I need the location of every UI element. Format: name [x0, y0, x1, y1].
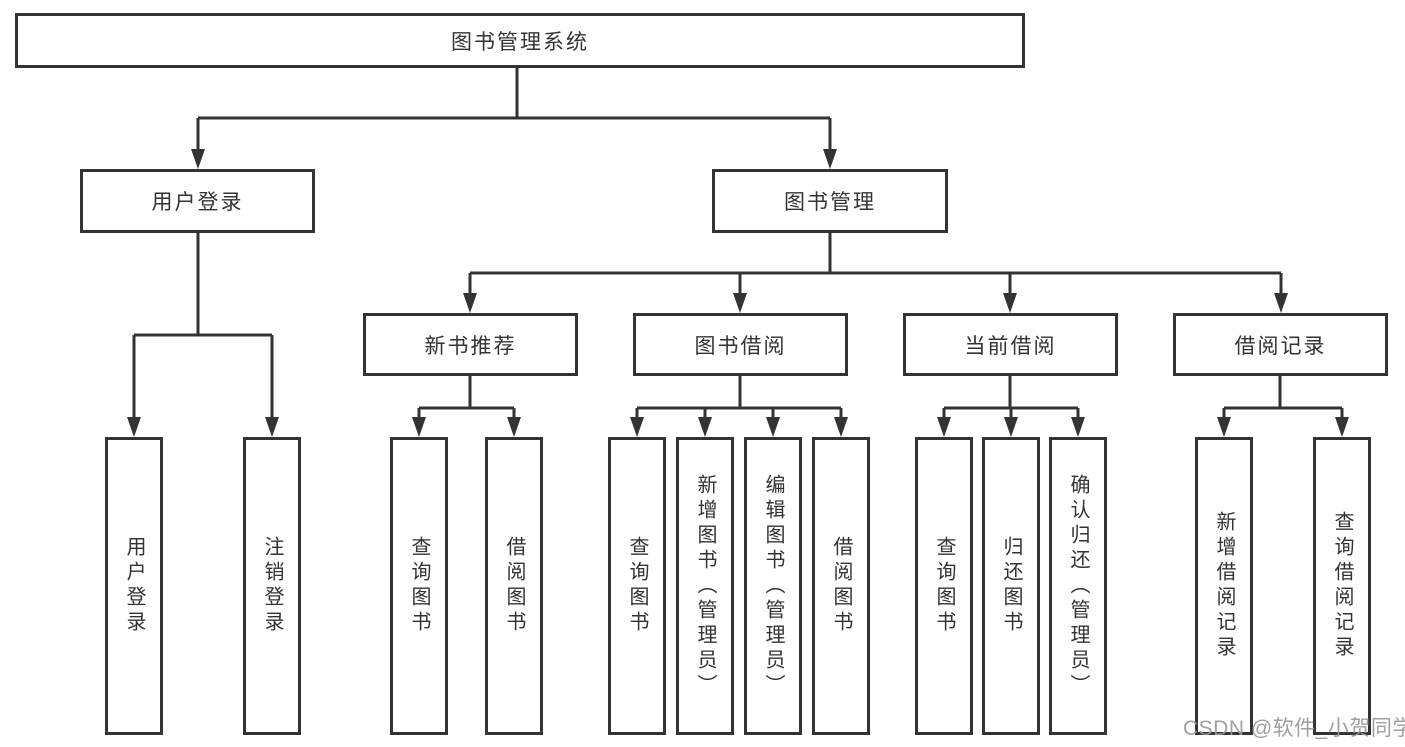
leaf-add-borrow-record-label: 新增借阅记录 [1213, 511, 1235, 661]
node-book-management: 图书管理 [712, 169, 948, 233]
node-user-login: 用户登录 [80, 169, 315, 233]
node-book-borrow-label: 图书借阅 [694, 334, 787, 358]
node-root-label: 图书管理系统 [451, 30, 589, 54]
leaf-newbook-query-books: 查询图书 [390, 437, 448, 735]
node-root-system: 图书管理系统 [15, 13, 1025, 68]
csdn-watermark: CSDN @软件_小贺同学 [1183, 717, 1405, 740]
leaf-newbook-borrow-books-label: 借阅图书 [503, 536, 525, 636]
connector-borrow-record-to-leaves [1217, 376, 1349, 437]
connector-book-mgmt-to-level3 [463, 233, 1288, 313]
leaf-query-borrow-record: 查询借阅记录 [1313, 437, 1371, 735]
leaf-query-borrow-record-label: 查询借阅记录 [1331, 511, 1353, 661]
leaf-logout: 注销登录 [243, 437, 301, 735]
leaf-newbook-query-books-label: 查询图书 [408, 536, 430, 636]
leaf-add-borrow-record: 新增借阅记录 [1195, 437, 1253, 735]
connector-root-to-level2 [191, 68, 837, 169]
node-book-management-label: 图书管理 [784, 191, 876, 214]
connector-new-book-to-leaves [412, 376, 521, 437]
node-new-book-recommend: 新书推荐 [363, 313, 578, 376]
leaf-current-query-books-label: 查询图书 [933, 536, 955, 636]
leaf-add-books-admin: 新增图书（管理员） [676, 437, 734, 735]
leaf-user-login-label: 用户登录 [123, 536, 145, 636]
connector-user-login-to-leaves [127, 233, 279, 437]
leaf-edit-books-admin: 编辑图书（管理员） [744, 437, 802, 735]
leaf-current-query-books: 查询图书 [915, 437, 973, 735]
node-current-borrow: 当前借阅 [903, 313, 1118, 376]
node-user-login-label: 用户登录 [151, 191, 244, 214]
connector-book-borrow-to-leaves [630, 376, 848, 437]
node-new-book-recommend-label: 新书推荐 [424, 334, 517, 358]
node-borrow-records: 借阅记录 [1173, 313, 1388, 376]
node-current-borrow-label: 当前借阅 [964, 334, 1057, 358]
leaf-borrow-query-books-label: 查询图书 [626, 536, 648, 636]
leaf-return-books: 归还图书 [982, 437, 1040, 735]
leaf-newbook-borrow-books: 借阅图书 [485, 437, 543, 735]
leaf-edit-books-admin-label: 编辑图书（管理员） [762, 473, 784, 699]
node-borrow-records-label: 借阅记录 [1234, 334, 1327, 358]
leaf-borrow-books-label: 借阅图书 [830, 536, 852, 636]
leaf-confirm-return-admin: 确认归还（管理员） [1049, 437, 1107, 735]
connector-current-borrow-to-leaves [937, 376, 1085, 437]
leaf-confirm-return-admin-label: 确认归还（管理员） [1067, 473, 1089, 699]
leaf-add-books-admin-label: 新增图书（管理员） [694, 473, 716, 699]
leaf-borrow-books: 借阅图书 [812, 437, 870, 735]
leaf-logout-label: 注销登录 [261, 536, 283, 636]
leaf-return-books-label: 归还图书 [1000, 536, 1022, 636]
leaf-borrow-query-books: 查询图书 [608, 437, 666, 735]
leaf-user-login: 用户登录 [105, 437, 163, 735]
node-book-borrow: 图书借阅 [633, 313, 848, 376]
